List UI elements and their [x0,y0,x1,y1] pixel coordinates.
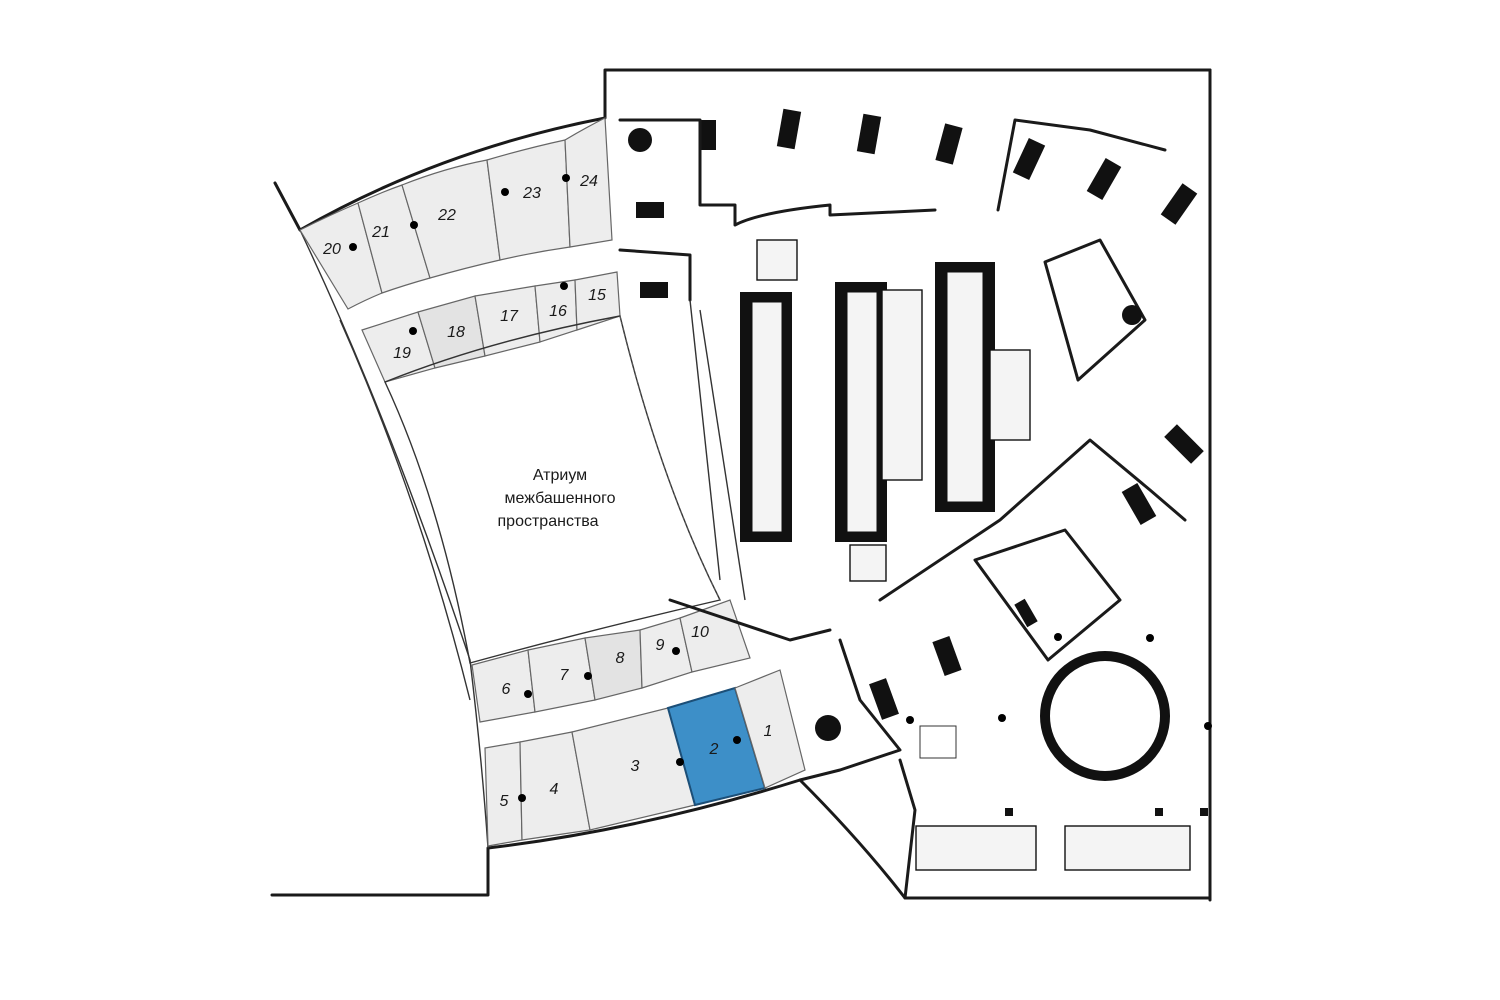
unit-10[interactable] [679,599,751,673]
unit-label-20: 20 [322,241,341,258]
unit-label-23: 23 [522,185,541,202]
unit-24[interactable] [564,117,613,248]
unit-label-21: 21 [371,224,390,241]
unit-label-5: 5 [500,793,509,810]
units-top-band [299,117,613,310]
atrium-label-line1: Атриум [533,467,587,484]
marker-20 [349,243,357,251]
units-second-band [361,271,621,383]
unit-label-6: 6 [502,681,511,698]
unit-label-10: 10 [691,624,709,641]
unit-label-16: 16 [549,303,567,320]
unit-1[interactable] [734,669,806,789]
marker-2 [733,736,741,744]
unit-label-24: 24 [579,173,598,190]
unit-label-19: 19 [393,345,411,362]
unit-label-17: 17 [500,308,519,325]
units-middle-band [471,599,751,723]
atrium-label-line2: межбашенного [505,490,616,507]
marker-16 [560,282,568,290]
columns [628,108,1212,816]
unit-label-3: 3 [631,758,640,775]
unit-label-22: 22 [437,207,456,224]
unit-label-9: 9 [656,637,665,654]
unit-8[interactable] [584,629,643,701]
unit-label-2: 2 [709,741,719,758]
outer-walls [270,68,1212,902]
unit-label-18: 18 [447,324,465,341]
unit-label-7: 7 [560,667,570,684]
corridor-walls [618,118,1187,900]
marker-24 [562,174,570,182]
elevator-core [740,239,1031,582]
unit-label-15: 15 [588,287,606,304]
unit-markers [349,174,741,802]
marker-9 [672,647,680,655]
units-bottom-band [484,669,806,847]
marker-23 [501,188,509,196]
marker-3 [676,758,684,766]
marker-19 [409,327,417,335]
atrium-area: Атриум межбашенного пространства [384,315,722,664]
marker-21 [410,221,418,229]
marker-7 [584,672,592,680]
marker-5 [518,794,526,802]
atrium-label-line3: пространства [498,513,599,530]
unit-label-4: 4 [550,781,559,798]
right-wing [915,238,1191,871]
marker-6 [524,690,532,698]
unit-label-8: 8 [616,650,625,667]
unit-label-1: 1 [764,723,773,740]
